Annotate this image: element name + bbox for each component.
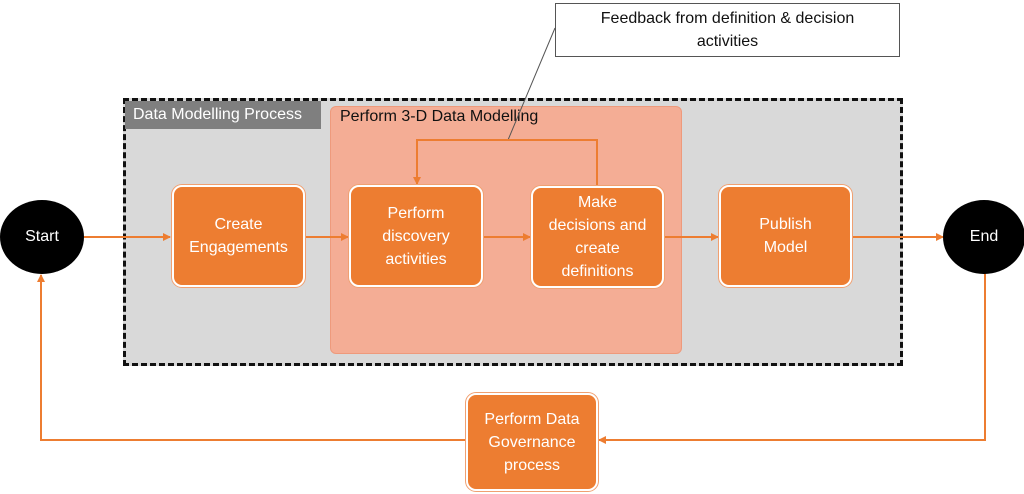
step-data-governance: Perform Data Governance process xyxy=(466,393,598,491)
step-publish-model: Publish Model xyxy=(719,185,852,287)
arrow-end-to-governance xyxy=(598,272,986,444)
feedback-callout: Feedback from definition & decision acti… xyxy=(555,3,900,57)
start-node: Start xyxy=(0,200,84,274)
end-node: End xyxy=(943,200,1024,274)
callout-pointer-line xyxy=(507,27,556,141)
arrow-feedback-loop xyxy=(413,139,598,186)
data-modelling-process-label: Data Modelling Process xyxy=(125,101,321,129)
step-create-engagements: Create Engagements xyxy=(172,185,305,287)
perform-3d-modelling-label: Perform 3-D Data Modelling xyxy=(340,108,539,125)
step-make-decisions: Make decisions and create definitions xyxy=(531,186,664,288)
arrow-governance-to-start xyxy=(37,274,466,441)
step-perform-discovery: Perform discovery activities xyxy=(349,185,483,287)
